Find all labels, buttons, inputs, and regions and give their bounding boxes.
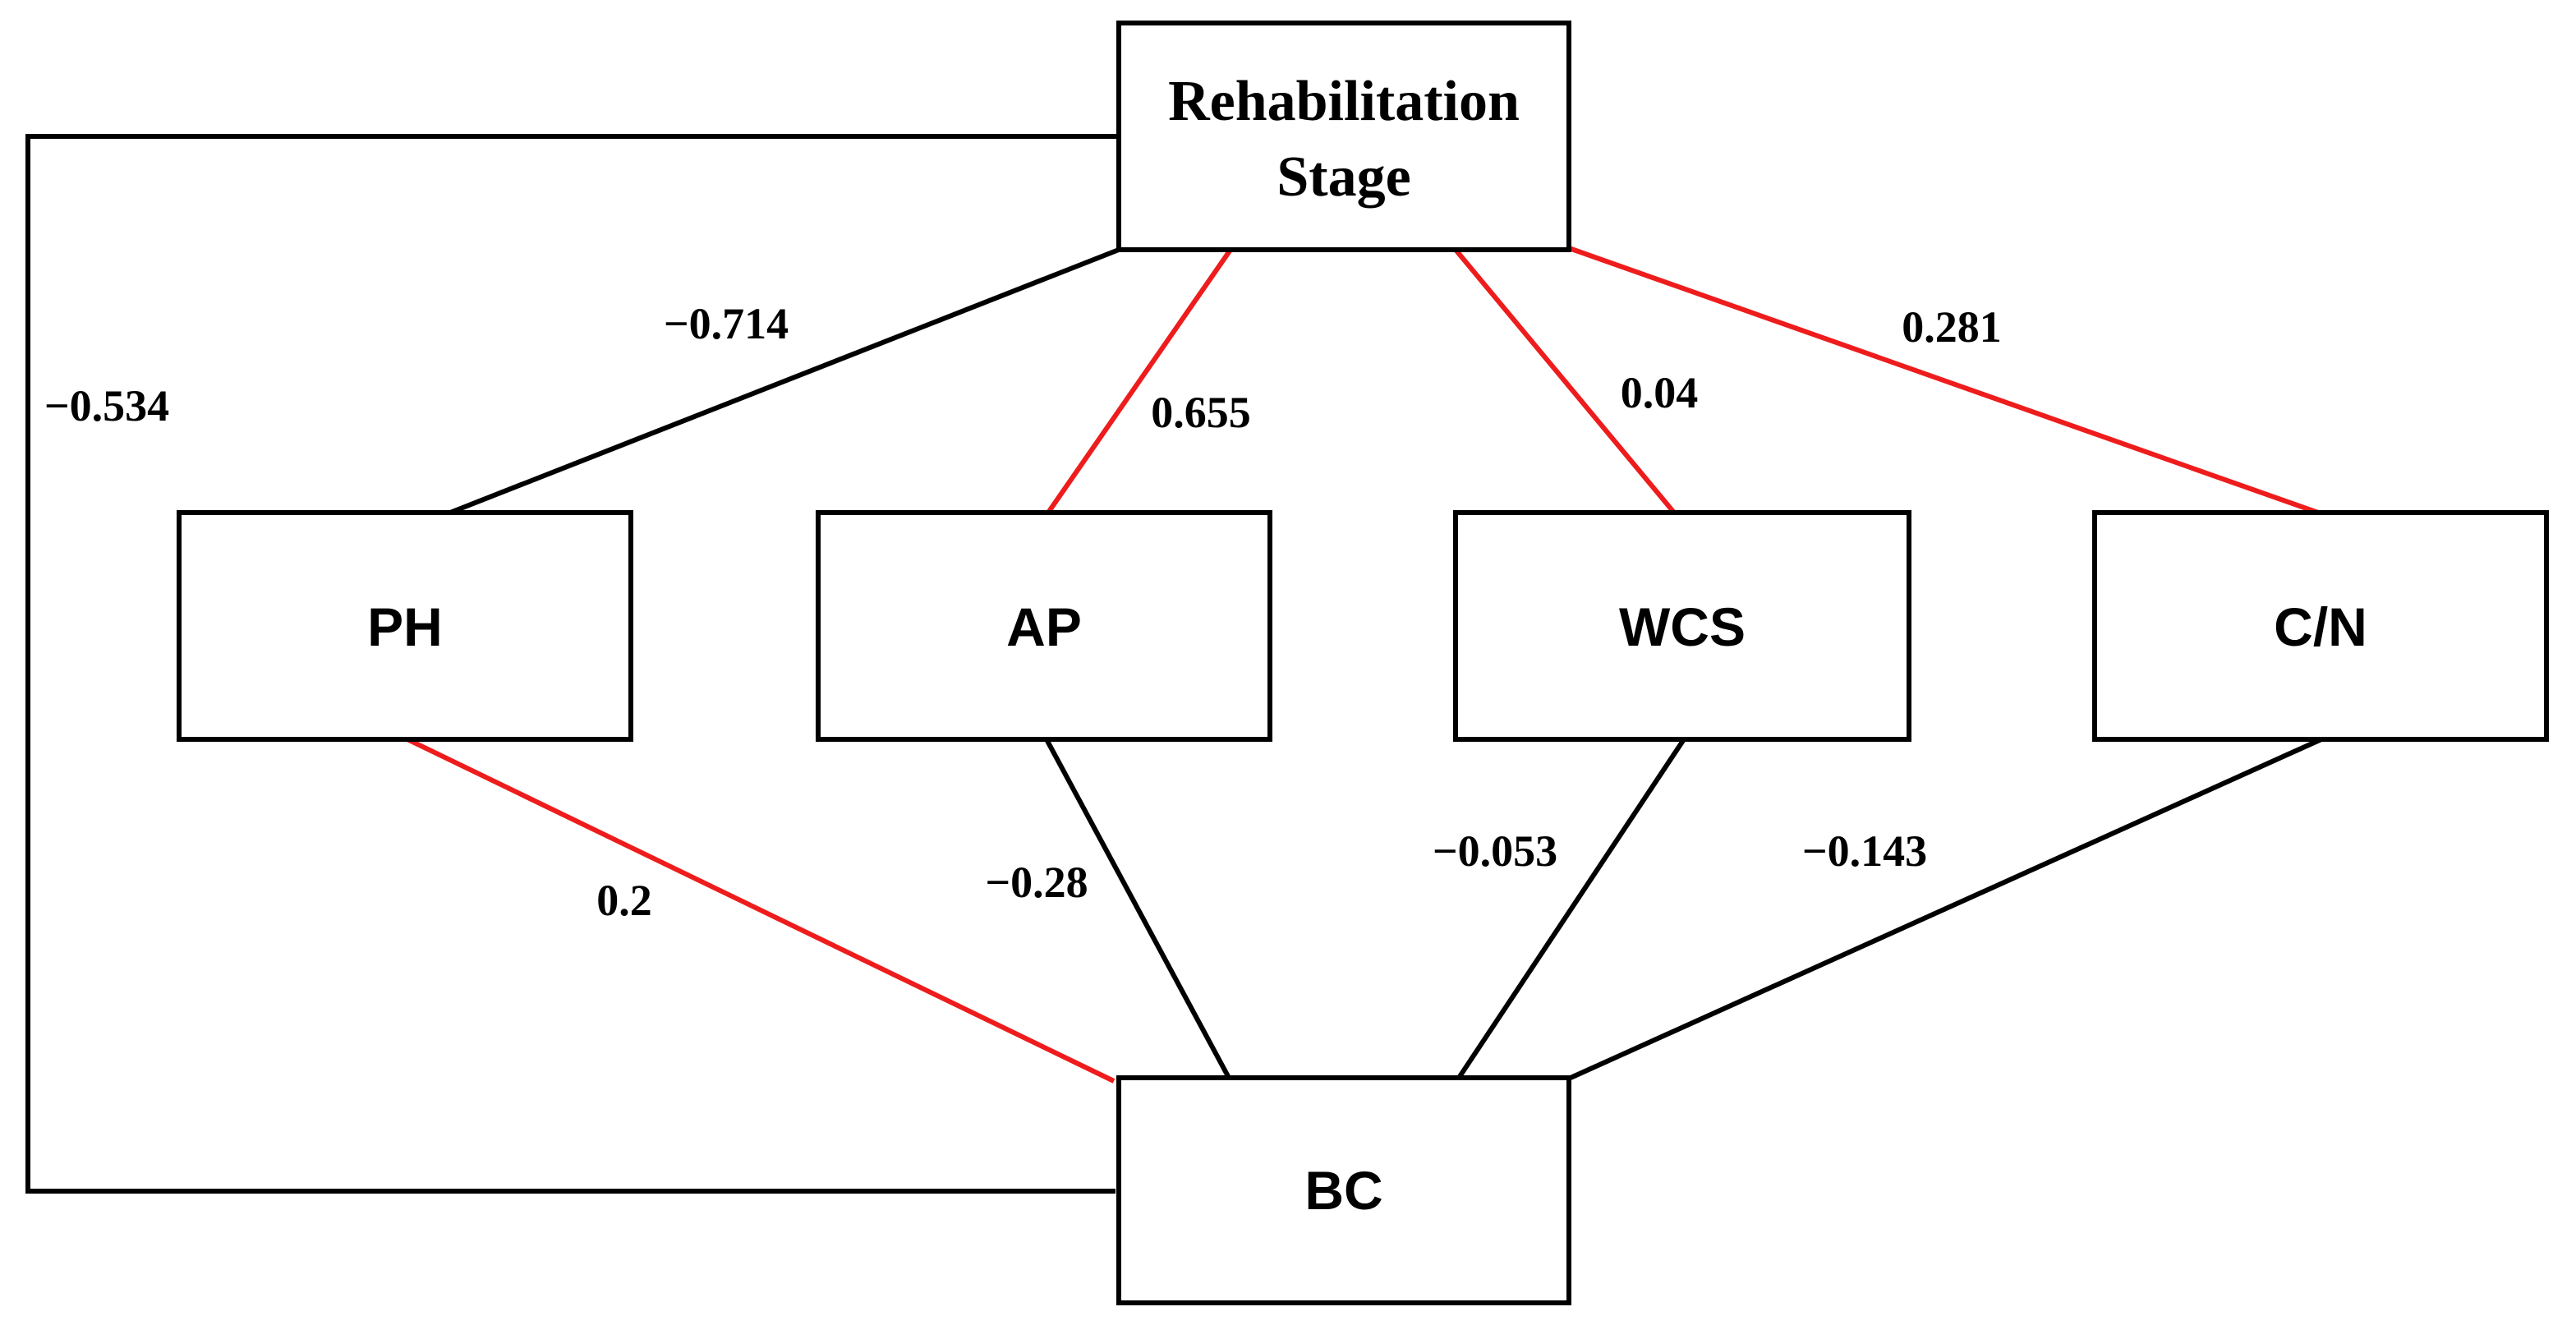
- coef-stage-wcs: 0.04: [1621, 368, 1699, 417]
- edge-ap-bc: [1044, 738, 1231, 1079]
- node-cn: C/N: [2092, 510, 2549, 742]
- node-ph-label: PH: [367, 596, 443, 657]
- edge-stage-cn: [1568, 246, 2319, 515]
- coef-ph-bc: 0.2: [596, 876, 652, 925]
- node-stage-line1: Rehabilitation: [1168, 70, 1520, 133]
- edge-wcs-bc: [1456, 738, 1686, 1079]
- edge-stage-bc: [25, 134, 1119, 1194]
- node-stage-line2: Stage: [1276, 145, 1410, 209]
- coef-ap-bc: −0.28: [985, 858, 1088, 907]
- edge-ph-bc: [406, 737, 1116, 1084]
- node-ap-label: AP: [1006, 596, 1082, 657]
- coef-stage-ap: 0.655: [1151, 388, 1251, 437]
- node-ph: PH: [177, 510, 633, 742]
- coef-stage-ph: −0.714: [664, 299, 789, 348]
- edges: [25, 134, 2323, 1194]
- coef-stage-cn: 0.281: [1902, 302, 2002, 352]
- coef-wcs-bc: −0.053: [1433, 826, 1557, 876]
- edge-stage-ph: [448, 247, 1120, 515]
- edge-stage-ap: [1046, 248, 1233, 514]
- node-bc: BC: [1116, 1075, 1571, 1305]
- coefficients: −0.714 0.655 0.04 0.281 −0.534 0.2 −0.28…: [44, 299, 2002, 925]
- node-ap: AP: [816, 510, 1272, 742]
- coef-cn-bc: −0.143: [1802, 826, 1927, 876]
- edge-cn-bc: [1569, 737, 2323, 1080]
- node-wcs-label: WCS: [1619, 596, 1746, 657]
- node-rehabilitation-stage: Rehabilitation Stage: [1116, 21, 1571, 252]
- edge-stage-wcs: [1453, 248, 1677, 514]
- node-wcs: WCS: [1453, 510, 1911, 742]
- node-bc-label: BC: [1304, 1160, 1382, 1221]
- coef-stage-bc: −0.534: [44, 381, 169, 430]
- node-cn-label: C/N: [2274, 596, 2367, 657]
